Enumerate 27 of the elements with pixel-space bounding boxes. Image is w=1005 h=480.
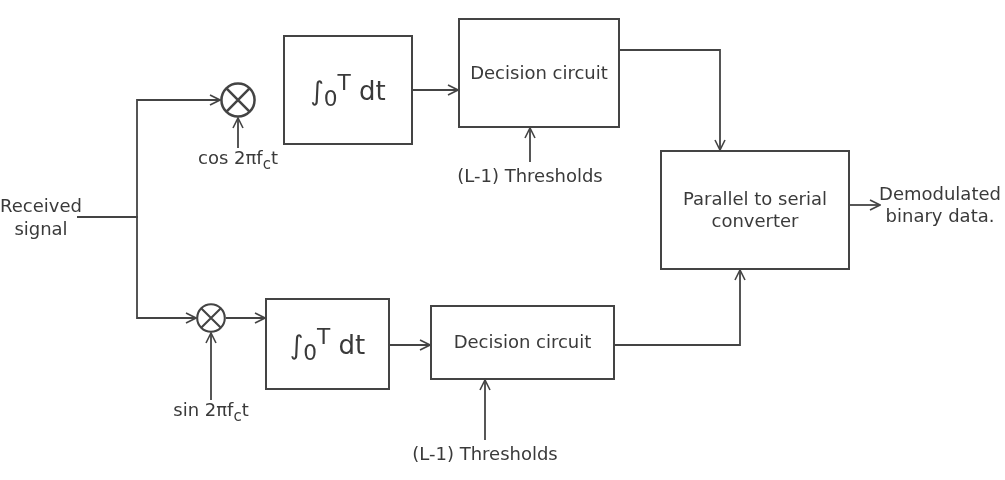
arrow	[524, 127, 536, 163]
arrow	[232, 117, 244, 149]
arrow	[849, 199, 881, 211]
threshold-label: (L-1) Thresholds	[412, 442, 558, 466]
converter-box	[660, 150, 850, 270]
arrow	[479, 379, 491, 441]
carrier-label: sin 2πf$_{c}$t	[173, 398, 249, 426]
block-text: Parallel to serial converter	[682, 187, 828, 233]
output-label: Demodulated binary data.	[879, 182, 1001, 228]
arrow	[225, 312, 266, 324]
threshold-label: (L-1) Thresholds	[457, 164, 603, 188]
integrator-box	[283, 35, 413, 145]
arrow	[389, 339, 431, 351]
arrow	[205, 332, 217, 401]
block-text: ∫$_{0}$$^{T}$ dt	[310, 68, 386, 112]
signal-label: Received signal	[0, 195, 82, 240]
block-text: Decision circuit	[453, 331, 592, 354]
block-text: Decision circuit	[470, 61, 608, 85]
arrow	[614, 269, 746, 346]
block-text: ∫$_{0}$$^{T}$ dt	[289, 322, 366, 366]
carrier-label: cos 2πf$_{c}$t	[198, 146, 278, 174]
decision-box	[430, 305, 615, 380]
decision-box	[458, 18, 620, 128]
arrow	[76, 216, 197, 324]
integrator-box	[265, 298, 390, 390]
arrow	[619, 49, 726, 151]
arrow	[412, 84, 459, 96]
